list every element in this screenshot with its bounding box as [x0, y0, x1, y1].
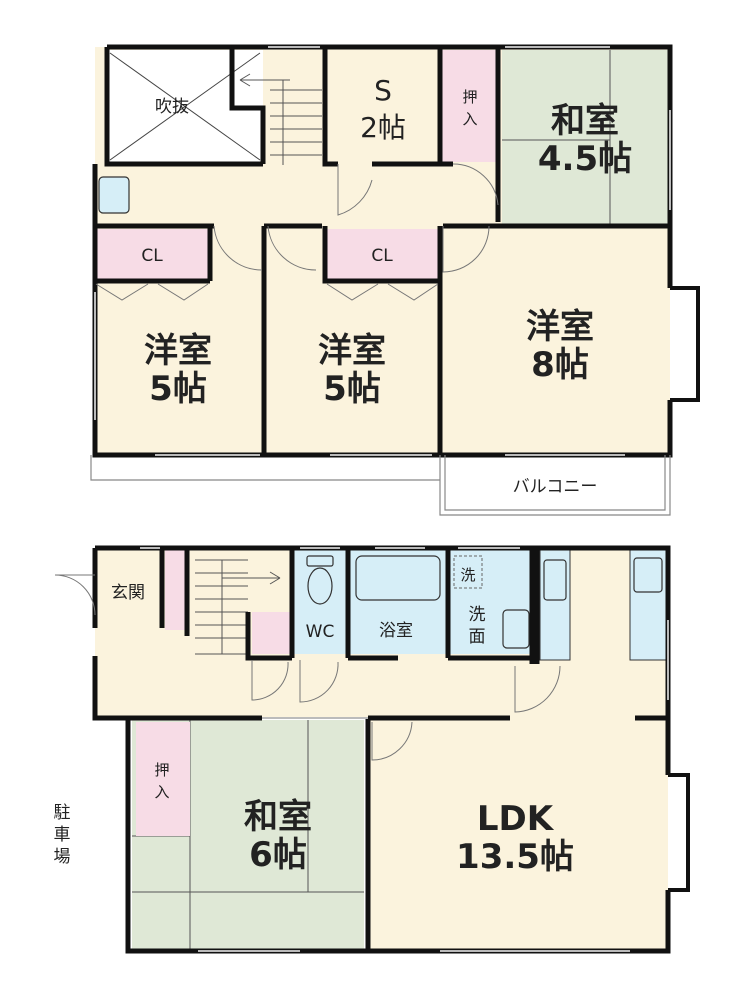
- youshitsu-a-size: 5帖: [149, 369, 207, 409]
- balcony-area: [90, 455, 671, 516]
- toilet-tank-icon: [306, 555, 334, 567]
- entrance-label: 玄関: [111, 583, 145, 603]
- closet-top-char2: 入: [462, 110, 477, 128]
- washitsu-45-area: [502, 50, 668, 224]
- washroom-char1: 洗: [469, 605, 486, 625]
- closet-1f-char2: 入: [154, 783, 169, 801]
- entrance-closet-area: [165, 550, 187, 630]
- cl-left-area: [96, 229, 210, 281]
- ldk-name: LDK: [477, 799, 555, 839]
- youshitsu-a-name: 洋室: [144, 331, 212, 371]
- cl-right-area: [325, 229, 439, 281]
- youshitsu-b-size: 5帖: [323, 369, 381, 409]
- closet-1f-area: [136, 722, 190, 836]
- balcony-label: バルコニー: [513, 477, 598, 497]
- parking-char2: 車: [54, 825, 71, 845]
- washbasin-icon: [98, 176, 130, 214]
- atrium-label: 吹抜: [155, 97, 189, 117]
- cl-left-label: CL: [141, 246, 163, 266]
- first-floor: [54, 545, 690, 954]
- wc-label: WC: [306, 622, 335, 642]
- stove-icon: [633, 557, 663, 593]
- toilet-bowl-icon: [307, 567, 333, 605]
- lower-staircase: [195, 559, 281, 655]
- closet-top-char1: 押: [462, 88, 477, 106]
- sink-icon: [502, 609, 530, 649]
- ldk-size: 13.5帖: [456, 837, 574, 877]
- ldk-area: [368, 718, 668, 951]
- laundry-label: 洗: [460, 566, 475, 584]
- youshitsu-c-name: 洋室: [526, 307, 594, 347]
- parking-char3: 場: [54, 847, 71, 867]
- bathtub-icon: [355, 555, 441, 601]
- washitsu-6-name: 和室: [244, 797, 312, 837]
- parking-char1: 駐: [54, 803, 71, 823]
- storage-s-name: S: [374, 74, 392, 107]
- washroom-char2: 面: [469, 627, 486, 647]
- bay-window-2f: [670, 286, 700, 402]
- upper-staircase: [239, 73, 322, 165]
- youshitsu-c-size: 8帖: [531, 345, 589, 385]
- washitsu-6-size: 6帖: [249, 835, 307, 875]
- bay-window-1f: [668, 773, 690, 892]
- storage-s-size: 2帖: [360, 111, 406, 144]
- under-stair-storage: [252, 612, 290, 654]
- sink-kitchen-icon: [543, 559, 567, 601]
- youshitsu-b-name: 洋室: [318, 331, 386, 371]
- second-floor: [90, 44, 700, 516]
- cl-right-label: CL: [371, 246, 393, 266]
- washitsu-45-name: 和室: [551, 101, 619, 141]
- washitsu-45-size: 4.5帖: [538, 139, 632, 179]
- bath-label: 浴室: [379, 621, 413, 641]
- closet-1f-char1: 押: [154, 761, 169, 779]
- closet-top-area: [442, 50, 498, 162]
